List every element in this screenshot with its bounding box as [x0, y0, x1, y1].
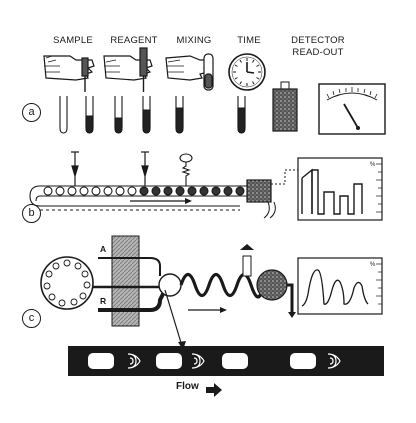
- label-sample: SAMPLE: [53, 35, 93, 46]
- label-readout: READ-OUT: [292, 47, 344, 58]
- clock-icon: [228, 53, 266, 91]
- peristaltic-pump: [111, 235, 140, 327]
- arrow-right-icon: [130, 198, 192, 204]
- test-tube-row: [59, 96, 246, 134]
- label-mixing: MIXING: [176, 35, 212, 46]
- arrow-right-icon: [206, 383, 222, 397]
- junction: [158, 273, 182, 297]
- sample-inlet: [71, 151, 79, 186]
- detector-flowcell: [256, 269, 296, 318]
- hand-with-pipette-icon: [103, 47, 153, 92]
- sample-turntable: [40, 256, 94, 310]
- chart-readout-b: %: [297, 157, 383, 221]
- svg-text:%: %: [370, 162, 376, 168]
- hand-with-pipette-icon: [165, 53, 214, 91]
- zoom-connector: [164, 289, 183, 347]
- label-time: TIME: [237, 35, 261, 46]
- port-label-a: A: [100, 244, 107, 254]
- detector-box: [272, 81, 298, 132]
- svg-text:%: %: [370, 262, 376, 268]
- segmented-stream-detail: [68, 346, 384, 376]
- segmented-flow-line: [29, 185, 262, 211]
- reagent-inlet: [141, 151, 149, 186]
- panel-label-a: a: [22, 103, 41, 122]
- label-reagent: REAGENT: [110, 35, 158, 46]
- meter-readout: [318, 83, 386, 135]
- label-detector: DETECTOR: [291, 35, 345, 46]
- vent: [240, 244, 254, 277]
- flow-label: Flow: [176, 381, 199, 392]
- chart-readout-c: %: [297, 257, 383, 315]
- mixer-coil: [179, 153, 193, 186]
- hand-with-pipette-icon: [43, 55, 95, 92]
- mixing-coil: [179, 272, 264, 299]
- port-label-r: R: [100, 296, 107, 306]
- detector-box: [246, 169, 298, 219]
- panel-label-b: b: [22, 204, 41, 223]
- arrow-right-icon: [188, 307, 227, 313]
- panel-label-c: c: [22, 309, 41, 328]
- tubing-lines: [92, 257, 167, 312]
